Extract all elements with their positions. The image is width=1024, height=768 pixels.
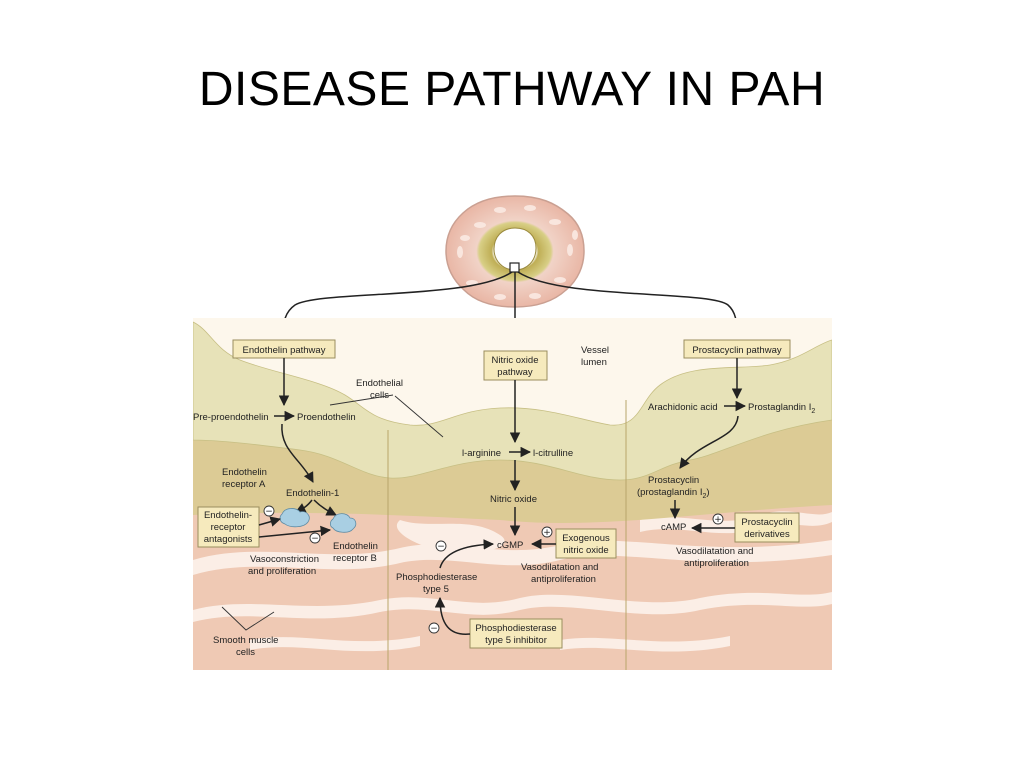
svg-text:−: −	[311, 534, 319, 544]
prostacyclin-paren-label: (prostaglandin I2)	[637, 487, 710, 500]
svg-text:−: −	[430, 624, 438, 634]
no-vasodilatation-label: Vasodilatation and	[521, 562, 598, 573]
svg-text:Endothelin-: Endothelin-	[204, 510, 252, 521]
smooth-muscle-label-line2: cells	[236, 647, 255, 658]
exogenous-no-box: Exogenous nitric oxide	[555, 528, 617, 559]
svg-text:antagonists: antagonists	[204, 534, 253, 545]
endothelin-antagonists-box: Endothelin- receptor antagonists	[197, 506, 260, 548]
prostacyclin-vasodilatation-label-line2: antiproliferation	[684, 558, 749, 569]
inhibition-sign-pde5-inhibitor: −	[428, 622, 440, 634]
svg-text:−: −	[437, 542, 445, 552]
stimulation-sign-exogenous: +	[541, 526, 553, 538]
pde5-inhibitor-box: Phosphodiesterase type 5 inhibitor	[469, 618, 563, 649]
receptor-b-label: Endothelin	[333, 541, 378, 552]
svg-text:Nitric oxide: Nitric oxide	[492, 355, 539, 366]
receptor-a-label: Endothelin	[222, 467, 267, 478]
cgmp-label: cGMP	[497, 540, 523, 551]
slide-title: DISEASE PATHWAY IN PAH	[198, 63, 826, 116]
pde5-label-line2: type 5	[423, 584, 449, 595]
muscle-cell-gaps	[193, 511, 832, 652]
endothelium-layer	[193, 321, 832, 481]
prostacyclin-pathway-box: Prostacyclin pathway	[683, 339, 791, 359]
smooth-muscle-label: Smooth muscle	[213, 635, 278, 646]
svg-text:Phosphodiesterase: Phosphodiesterase	[475, 623, 556, 634]
magnified-region-marker	[509, 262, 520, 273]
arrow-antagonist-to-receptor-b	[258, 525, 332, 538]
prostacyclin-derivatives-box: Prostacyclin derivatives	[734, 512, 800, 543]
endothelin-1-label: Endothelin-1	[286, 488, 339, 499]
camp-label: cAMP	[661, 522, 686, 533]
svg-text:Prostacyclin: Prostacyclin	[741, 517, 792, 528]
endothelin-pathway-box: Endothelin pathway	[232, 339, 336, 359]
svg-text:derivatives: derivatives	[744, 529, 790, 540]
arrow-pde5-degrades-cgmp	[439, 539, 495, 569]
inhibition-sign-receptor-a: −	[263, 505, 275, 517]
prostacyclin-vasodilatation-label: Vasodilatation and	[676, 546, 753, 557]
arrow-inhibitor-to-pde5	[434, 596, 471, 635]
endothelial-cells-label-line2: cells	[370, 390, 389, 401]
l-arginine-label: l-arginine	[462, 448, 501, 459]
nitric-oxide-label: Nitric oxide	[490, 494, 537, 505]
svg-text:Exogenous: Exogenous	[562, 533, 610, 544]
svg-text:type 5 inhibitor: type 5 inhibitor	[485, 635, 547, 646]
svg-text:pathway: pathway	[497, 367, 533, 378]
svg-text:+: +	[543, 528, 551, 538]
smooth-muscle-pointer	[221, 606, 275, 631]
endothelial-cells-label: Endothelial	[356, 378, 403, 389]
vasoconstriction-label: Vasoconstriction	[250, 554, 319, 565]
pde5-label: Phosphodiesterase	[396, 572, 477, 583]
svg-text:Prostacyclin pathway: Prostacyclin pathway	[692, 345, 781, 356]
svg-text:receptor: receptor	[211, 522, 246, 533]
svg-text:−: −	[265, 507, 273, 517]
inhibition-sign-receptor-b: −	[309, 532, 321, 544]
pre-proendothelin-label: Pre-proendothelin	[193, 412, 269, 423]
endothelial-cells-pointer	[329, 394, 394, 406]
no-vasodilatation-label-line2: antiproliferation	[531, 574, 596, 585]
proendothelin-label: Proendothelin	[297, 412, 356, 423]
stimulation-sign-derivatives: +	[712, 513, 724, 525]
receptor-a-label-line2: receptor A	[222, 479, 266, 490]
inhibition-sign-pde5: −	[435, 540, 447, 552]
receptor-b-label-line2: receptor B	[333, 553, 377, 564]
receptor-b-shape	[329, 513, 357, 533]
prostacyclin-label: Prostacyclin	[648, 475, 699, 486]
vasoconstriction-label-line2: and proliferation	[248, 566, 316, 577]
arrow-pgi2-to-prostacyclin	[679, 415, 739, 469]
arachidonic-acid-label: Arachidonic acid	[648, 402, 718, 413]
svg-text:Endothelin pathway: Endothelin pathway	[243, 345, 326, 356]
vessel-lumen-label-line2: lumen	[581, 357, 607, 368]
prostaglandin-label: Prostaglandin I2	[748, 402, 815, 415]
vessel-cell-pattern	[457, 205, 578, 300]
svg-text:+: +	[714, 515, 722, 525]
receptor-a-shape	[279, 508, 310, 528]
arrow-proendothelin-to-et1	[281, 423, 314, 483]
arrow-et1-to-receptor-b	[313, 499, 337, 516]
vessel-lumen-label: Vessel	[581, 345, 609, 356]
nitric-oxide-pathway-box: Nitric oxide pathway	[483, 350, 548, 381]
arrow-antagonist-to-receptor-a	[258, 516, 282, 527]
svg-text:nitric oxide: nitric oxide	[563, 545, 608, 556]
endothelial-cells-pointer-2	[394, 395, 444, 438]
l-citrulline-label: l-citrulline	[533, 448, 573, 459]
